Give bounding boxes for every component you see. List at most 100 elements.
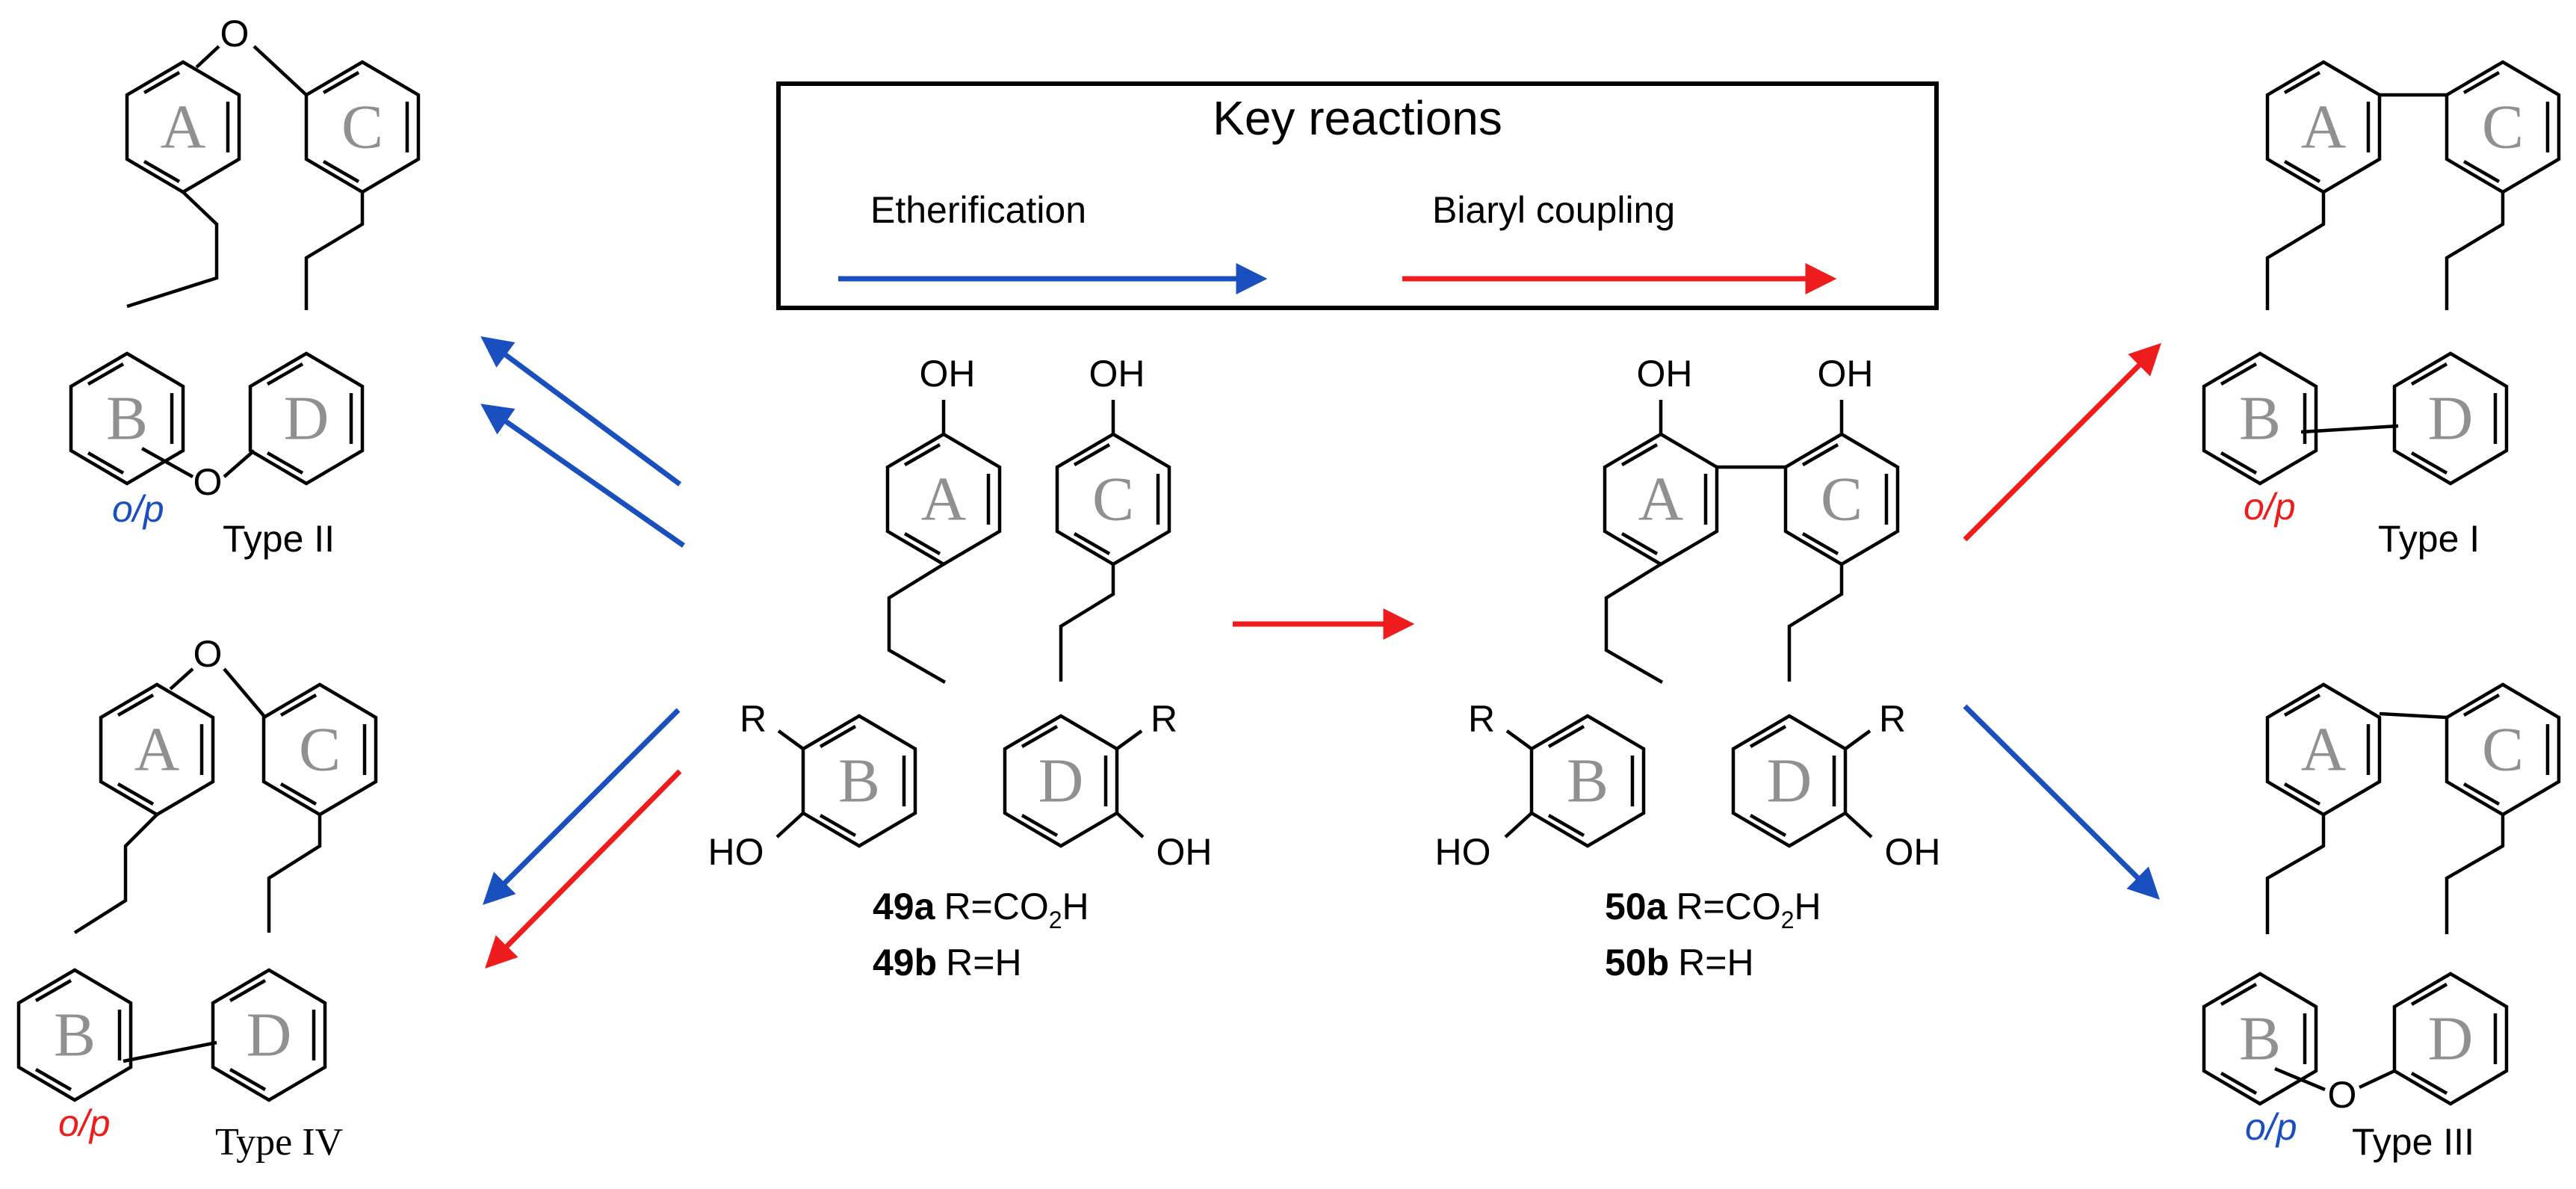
ether-bond-ac-type4-left: [169, 667, 194, 691]
ethylene-ab-type3: [2265, 815, 2326, 934]
ring-letter-a-type2: A: [161, 93, 206, 162]
biaryl-bond-bd-type4: [123, 1040, 217, 1063]
op-label-type2: o/p: [112, 488, 164, 530]
oxygen-bd-type3: O: [2328, 1074, 2357, 1116]
ring-letter-b-type2: B: [106, 384, 148, 454]
r-label-d-50: R: [1879, 698, 1906, 740]
oh-label-a-50: OH: [1637, 353, 1693, 395]
ethylene-cd-type4: [267, 815, 322, 933]
ring-letter-b-type3: B: [2239, 1004, 2281, 1074]
ring-letter-a-type3: A: [2301, 715, 2347, 785]
macrocycle-type-4: A C O B D o/p Type IV: [19, 633, 376, 1164]
type-1-label: Type I: [2378, 518, 2480, 560]
macrocycle-type-1: A C B D o/p Type I: [2204, 62, 2559, 560]
arrow-50-to-type1: [1963, 343, 2161, 542]
ether-bond-bd-type3-right: [2359, 1069, 2395, 1090]
ring-letter-b-type4: B: [54, 1001, 96, 1070]
ethylene-ab-type2: [126, 191, 219, 309]
oxygen-ac-type4: O: [193, 633, 223, 675]
op-label-type4: o/p: [58, 1102, 111, 1144]
macrocycle-type-3: A C B D O o/p Type III: [2204, 685, 2559, 1163]
arrow-49-to-type2-upper: [480, 336, 682, 487]
ring-letter-d-type1: D: [2428, 384, 2474, 454]
ring-letter-d-type2: D: [284, 384, 329, 454]
ethylene-ab-50: [1604, 563, 1664, 684]
ethylene-cd-49: [1059, 564, 1115, 682]
r-label-d-49: R: [1151, 698, 1177, 740]
ring-letter-d-type4: D: [247, 1001, 292, 1070]
arrow-49-to-type4-red: [485, 769, 682, 969]
ring-letter-a-type4: A: [134, 715, 180, 785]
oh-bond-d-50: [1844, 812, 1873, 839]
type-2-label: Type II: [223, 518, 335, 560]
ring-letter-a-49: A: [921, 465, 967, 534]
ether-bond-ac-type2-left: [195, 45, 220, 69]
ethylene-cd-type1: [2445, 192, 2505, 310]
ethylene-ab-type1: [2265, 192, 2326, 310]
ring-letter-c-49: C: [1092, 465, 1134, 534]
r-bond-b-49: [777, 729, 805, 750]
ether-bond-ac-type4-right: [223, 667, 267, 719]
oh-bond-d-49: [1115, 812, 1145, 839]
ring-letter-c-type2: C: [341, 93, 383, 162]
ring-letter-d-49: D: [1038, 747, 1084, 816]
ring-letter-c-type4: C: [299, 715, 341, 785]
ring-letter-c-type3: C: [2482, 715, 2524, 785]
macrocycle-type-2: A C O B D O o/p Type II: [71, 13, 418, 560]
legend-coupling-label: Biaryl coupling: [1432, 189, 1675, 231]
ring-letter-b-50: B: [1567, 747, 1609, 816]
legend-title: Key reactions: [1213, 91, 1502, 145]
ether-bond-bd-type2-left: [140, 447, 194, 478]
arrow-50-to-type3: [1963, 704, 2160, 900]
r-label-b-49: R: [740, 698, 767, 740]
op-label-type1: o/p: [2244, 486, 2296, 528]
ho-bond-b-50: [1504, 812, 1533, 839]
oh-label-c-50: OH: [1818, 353, 1874, 395]
type-3-label: Type III: [2352, 1121, 2474, 1163]
legend-etherification-label: Etherification: [870, 189, 1086, 231]
oxygen-ac-type2: O: [220, 13, 250, 55]
oh-label-c-49: OH: [1089, 353, 1145, 395]
ether-bond-bd-type3-left: [2274, 1066, 2326, 1092]
r-bond-b-50: [1505, 729, 1533, 750]
ethylene-ab-type4: [73, 813, 158, 934]
ethylene-ab-49: [887, 563, 947, 684]
r-bond-d-49: [1115, 729, 1143, 750]
ethylene-cd-type3: [2445, 815, 2505, 934]
arrow-49-to-type2-lower: [480, 404, 686, 548]
type-4-label: Type IV: [215, 1121, 343, 1164]
r-label-b-50: R: [1468, 698, 1495, 740]
ho-label-b-49: HO: [708, 831, 764, 873]
oh-label-a-49: OH: [920, 353, 976, 395]
biaryl-bond-bd-type1: [2300, 424, 2399, 434]
ring-letter-a-50: A: [1638, 465, 1684, 534]
biaryl-bond-ac-type3: [2379, 711, 2447, 720]
ring-letter-d-type3: D: [2428, 1004, 2474, 1074]
ethylene-cd-type2: [304, 192, 365, 310]
ring-letter-c-50: C: [1821, 465, 1863, 534]
oh-label-d-49: OH: [1157, 831, 1213, 873]
ho-label-b-50: HO: [1435, 831, 1491, 873]
legend-frame: [776, 81, 1939, 310]
ring-letter-a-type1: A: [2301, 93, 2347, 162]
r-bond-d-50: [1844, 729, 1871, 750]
ring-letter-b-type1: B: [2239, 384, 2281, 454]
ring-letter-c-type1: C: [2482, 93, 2524, 162]
ho-bond-b-49: [775, 812, 805, 839]
ether-bond-bd-type2-right: [223, 449, 256, 478]
ring-letter-d-50: D: [1767, 747, 1812, 816]
oxygen-bd-type2: O: [193, 461, 223, 503]
arrow-49-to-type4-blue: [483, 708, 681, 905]
reaction-arrows: [480, 336, 2161, 969]
legend-box: Key reactions Etherification Biaryl coup…: [776, 81, 1939, 310]
oh-label-d-50: OH: [1885, 831, 1941, 873]
ether-bond-ac-type2-right: [253, 45, 308, 96]
op-label-type3: o/p: [2245, 1106, 2297, 1148]
